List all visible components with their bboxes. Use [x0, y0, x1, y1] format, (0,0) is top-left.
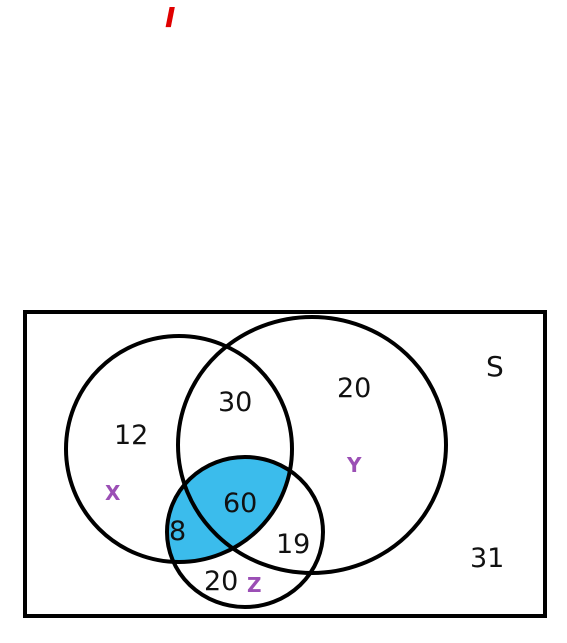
y-and-z-count: 19 [276, 529, 310, 560]
outside-count: 31 [470, 543, 504, 574]
set-z-label: Z [247, 573, 262, 597]
top-mark: I [165, 1, 175, 34]
y-only-count: 20 [337, 373, 371, 404]
set-x-circle [64, 334, 294, 564]
x-y-z-count: 60 [223, 488, 257, 519]
universe-rectangle [23, 310, 547, 618]
x-and-y-count: 30 [218, 387, 252, 418]
set-y-circle [176, 315, 448, 575]
set-y-label: Y [346, 453, 362, 477]
x-only-count: 12 [114, 420, 148, 451]
x-and-z-count: 8 [169, 516, 186, 547]
z-only-count: 20 [204, 566, 238, 597]
set-x-label: X [105, 481, 121, 505]
set-z-circle [165, 455, 325, 609]
universe-label: S [486, 350, 504, 383]
